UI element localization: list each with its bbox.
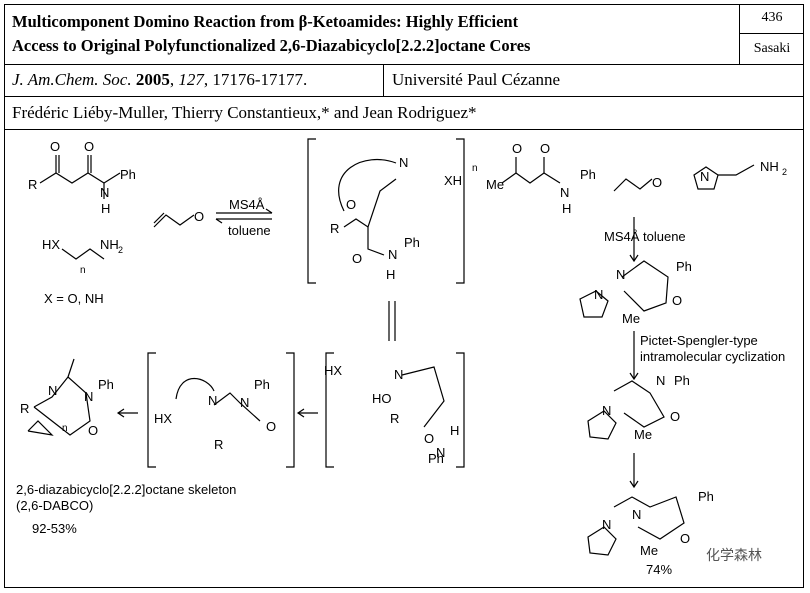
svg-text:N: N	[240, 395, 249, 410]
svg-text:H: H	[562, 201, 571, 216]
divider	[4, 96, 804, 97]
svg-text:Me: Me	[634, 427, 652, 442]
presenter-name: Sasaki	[753, 41, 791, 56]
svg-text:N: N	[594, 287, 603, 302]
svg-text:N: N	[602, 403, 611, 418]
conditions-ms4a: MS4Å	[229, 197, 265, 212]
paper-title: Multicomponent Domino Reaction from β-Ke…	[4, 4, 740, 64]
product-caption: 2,6-diazabicyclo[2.2.2]octane skeleton	[16, 482, 237, 497]
watermark: 化学森林	[706, 548, 762, 564]
svg-text:HX: HX	[42, 237, 60, 252]
svg-text:Me: Me	[640, 543, 658, 558]
svg-text:O: O	[194, 209, 204, 224]
svg-text:O: O	[84, 139, 94, 154]
svg-text:n: n	[80, 265, 86, 276]
svg-text:N: N	[656, 373, 665, 388]
author-list: Frédéric Liéby-Muller, Thierry Constanti…	[12, 103, 477, 122]
final-yield: 74%	[646, 562, 673, 577]
svg-text:O: O	[670, 409, 680, 424]
svg-text:R: R	[28, 177, 37, 192]
card-number: 436	[740, 4, 804, 34]
product-abbreviation: (2,6-DABCO)	[16, 498, 94, 513]
svg-text:O: O	[680, 531, 690, 546]
svg-text:R: R	[390, 411, 399, 426]
svg-text:O: O	[88, 423, 98, 438]
product-yield: 92-53%	[32, 521, 77, 536]
variable-note: X = O, NH	[44, 291, 104, 306]
svg-text:N: N	[208, 393, 217, 408]
svg-text:n: n	[62, 423, 68, 434]
svg-text:HX: HX	[154, 411, 172, 426]
svg-text:R: R	[20, 401, 29, 416]
svg-text:n: n	[472, 163, 478, 174]
journal-pages: 17176-17177.	[212, 70, 308, 89]
svg-text:HX: HX	[324, 363, 342, 378]
svg-text:N: N	[399, 155, 408, 170]
svg-text:Ph: Ph	[698, 489, 714, 504]
divider	[4, 129, 804, 130]
card-frame	[4, 4, 804, 588]
svg-text:O: O	[512, 141, 522, 156]
svg-text:O: O	[540, 141, 550, 156]
svg-text:O: O	[652, 175, 662, 190]
svg-text:NH: NH	[100, 237, 119, 252]
title-line-1: Multicomponent Domino Reaction from β-Ke…	[12, 12, 519, 31]
svg-text:R: R	[214, 437, 223, 452]
svg-text:N: N	[700, 169, 709, 184]
svg-text:N: N	[48, 383, 57, 398]
svg-text:Ph: Ph	[98, 377, 114, 392]
svg-text:O: O	[424, 431, 434, 446]
svg-text:R: R	[330, 221, 339, 236]
journal-citation: J. Am.Chem. Soc. 2005, 127, 17176-17177.	[4, 64, 384, 96]
svg-text:O: O	[352, 251, 362, 266]
svg-text:Ph: Ph	[674, 373, 690, 388]
svg-text:O: O	[346, 197, 356, 212]
svg-text:H: H	[386, 267, 395, 282]
svg-text:N: N	[560, 185, 569, 200]
svg-text:H: H	[101, 201, 110, 216]
svg-text:N: N	[632, 507, 641, 522]
svg-text:Ph: Ph	[428, 451, 444, 466]
ketoamide-structure	[39, 155, 121, 199]
svg-text:N: N	[602, 517, 611, 532]
cyclization-label-1: Pictet-Spengler-type	[640, 333, 758, 348]
svg-text:N: N	[100, 185, 109, 200]
divider	[4, 64, 804, 65]
journal-name: J. Am.Chem. Soc.	[12, 70, 132, 89]
title-line-2: Access to Original Polyfunctionalized 2,…	[12, 36, 531, 55]
svg-text:N: N	[616, 267, 625, 282]
conditions-right: MS4Å toluene	[604, 229, 686, 244]
svg-text:H: H	[450, 423, 459, 438]
svg-text:N: N	[394, 367, 403, 382]
svg-text:Ph: Ph	[404, 235, 420, 250]
svg-text:Me: Me	[486, 177, 504, 192]
cyclization-label-2: intramolecular cyclization	[640, 349, 786, 364]
svg-text:2: 2	[118, 245, 123, 255]
svg-text:Ph: Ph	[676, 259, 692, 274]
svg-text:Ph: Ph	[580, 167, 596, 182]
svg-text:XH: XH	[444, 173, 462, 188]
svg-text:O: O	[672, 293, 682, 308]
institution: Université Paul Cézanne	[392, 70, 561, 89]
svg-text:N: N	[436, 445, 445, 460]
svg-text:O: O	[50, 139, 60, 154]
svg-text:NH: NH	[760, 159, 779, 174]
svg-text:Me: Me	[622, 311, 640, 326]
svg-text:HO: HO	[372, 391, 392, 406]
svg-text:O: O	[266, 419, 276, 434]
journal-year: 2005	[135, 70, 170, 89]
journal-volume: 127	[178, 70, 204, 89]
svg-text:N: N	[84, 389, 93, 404]
svg-text:Ph: Ph	[254, 377, 270, 392]
svg-text:N: N	[388, 247, 397, 262]
svg-text:Ph: Ph	[120, 167, 136, 182]
conditions-toluene: toluene	[228, 223, 271, 238]
svg-text:2: 2	[782, 167, 787, 177]
